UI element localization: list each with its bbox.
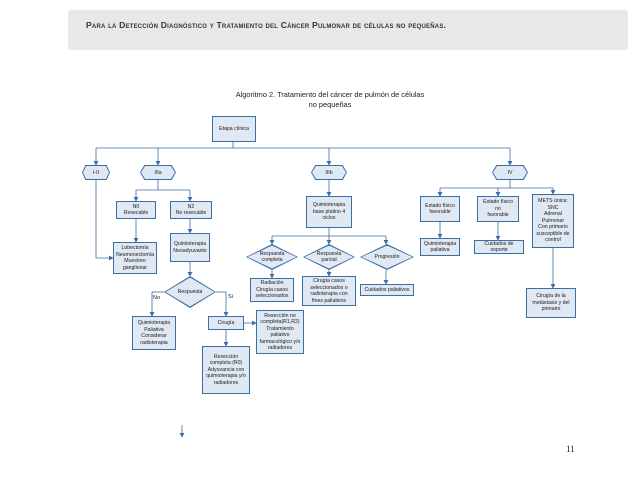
n2-no-resecable-box: N2 No resecable bbox=[170, 201, 212, 219]
stage-iv-label: IV bbox=[493, 166, 527, 179]
stage-iiia: IIIa bbox=[140, 165, 176, 180]
estado-no-favorable-box: Estado físico no favorable bbox=[477, 196, 519, 222]
si-label: Si bbox=[228, 294, 233, 300]
qt-paliativa-box: Quimioterapia Paliativa Considerar radio… bbox=[132, 316, 176, 350]
stage-iiia-label: IIIa bbox=[141, 166, 175, 179]
cirugia-box: Cirugía bbox=[208, 316, 244, 330]
header-band bbox=[68, 10, 628, 50]
lobectomia-box: Lobectomía Neumonectomía Muestreo gangli… bbox=[113, 242, 157, 274]
cirugia-casos-box: Cirugía casos seleccionados o radioterap… bbox=[302, 276, 356, 306]
stage-iiib-label: IIIb bbox=[312, 166, 346, 179]
stage-i-ii: I-II bbox=[82, 165, 110, 180]
cuidados-soporte-box: Cuidados de soporte bbox=[474, 240, 524, 254]
etapa-clinica-box: Etapa clínica bbox=[212, 116, 256, 142]
cuidados-paliativos-box: Cuidados paliativos bbox=[360, 284, 414, 296]
progresion-label: Progresión bbox=[361, 245, 413, 269]
reseccion-completa-box: Resección completa (R0) Adyuvancia con q… bbox=[202, 346, 250, 394]
qt-paliativa-iv-box: Quimioterapia paliativa bbox=[420, 238, 460, 256]
estado-favorable-box: Estado físico favorable bbox=[420, 196, 460, 222]
diagram-title: Algoritmo 2. Tratamiento del cáncer de p… bbox=[220, 90, 440, 110]
no-label: No bbox=[153, 295, 161, 301]
reseccion-no-completa-box: Resección no completa(R1,R2) Tratamiento… bbox=[256, 310, 304, 354]
diagram-title-line1: Algoritmo 2. Tratamiento del cáncer de p… bbox=[235, 90, 425, 99]
stage-i-ii-label: I-II bbox=[83, 166, 109, 179]
page-number: 11 bbox=[566, 444, 575, 454]
header-title: Para la Detección Diagnóstico y Tratamie… bbox=[86, 20, 447, 30]
resp-parcial-label: Respuesta parcial bbox=[304, 245, 354, 269]
stage-iv: IV bbox=[492, 165, 528, 180]
qt-platino-box: Quimioterapia base platino 4 ciclos bbox=[306, 196, 352, 228]
n0-resecable-box: N0 Resecable bbox=[116, 201, 156, 219]
mets-unica-box: METS única: SNC Adrenal Pulmonar Con pri… bbox=[532, 194, 574, 248]
diagram-title-line2: no pequeñas bbox=[308, 100, 352, 109]
qt-neoadyuvante-box: Quimioterapia Neoadyuvante bbox=[170, 233, 210, 262]
cirugia-metastasis-box: Cirugía de la metástasis y del primario bbox=[526, 288, 576, 318]
stage-iiib: IIIb bbox=[311, 165, 347, 180]
radiacion-box: Radiación Cirugía casos seleccionados bbox=[250, 278, 294, 302]
resp-completa-label: Respuesta completa bbox=[247, 245, 297, 269]
